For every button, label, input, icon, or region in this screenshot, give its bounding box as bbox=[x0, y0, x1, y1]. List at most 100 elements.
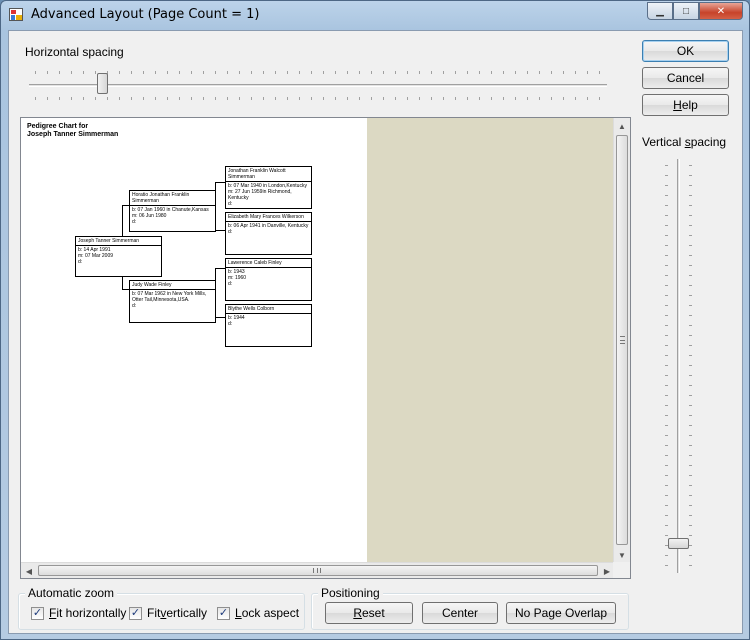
close-button[interactable]: ✕ bbox=[699, 2, 743, 20]
help-mnemonic: H bbox=[673, 98, 682, 112]
connector-mother bbox=[122, 289, 129, 290]
person-box-root[interactable]: Joseph Tanner Simmerman b: 14 Apr 1991 m… bbox=[75, 236, 162, 277]
person-detail: m: 27 Jun 1959in Richmond, Kentucky bbox=[228, 189, 292, 201]
close-icon: ✕ bbox=[716, 5, 726, 17]
positioning-title: Positioning bbox=[318, 586, 383, 600]
person-detail: b: 14 Apr 1991 bbox=[78, 247, 111, 253]
checkbox-check-icon: ✓ bbox=[31, 606, 44, 620]
person-name: Jonathan Franklin Walcott Simmerman bbox=[226, 168, 311, 182]
preview-page: Pedigree Chart for Joseph Tanner Simmerm… bbox=[21, 118, 367, 564]
fit-vertically-label-prefix: Fit bbox=[147, 606, 161, 620]
connector-ff bbox=[215, 182, 225, 183]
connector-mf bbox=[215, 268, 225, 269]
person-detail: b: 07 Mar 1940 in London,Kentucky bbox=[228, 183, 307, 189]
person-detail: m: 1960 bbox=[228, 275, 247, 281]
vertical-scroll-thumb[interactable] bbox=[616, 135, 628, 545]
person-box-mother[interactable]: Judy Wade Finley b: 07 Mar 1962 in New Y… bbox=[129, 280, 216, 323]
horizontal-spacing-slider[interactable] bbox=[29, 67, 607, 101]
scroll-right-arrow[interactable]: ▶ bbox=[603, 566, 611, 576]
horizontal-scroll-thumb[interactable] bbox=[38, 565, 598, 576]
fit-vertically-label: ertically bbox=[166, 606, 208, 620]
horizontal-spacing-label: Horizontal spacing bbox=[25, 45, 124, 59]
person-box-father[interactable]: Horatio Jonathan Franklin Simmerman b: 0… bbox=[129, 190, 216, 232]
person-detail: d: bbox=[228, 321, 233, 327]
person-detail: m: 07 Mar 2009 bbox=[78, 253, 114, 259]
center-button[interactable]: Center bbox=[422, 602, 498, 624]
vertical-spacing-label: Vertical spacing bbox=[642, 135, 726, 149]
maximize-button[interactable]: □ bbox=[673, 2, 699, 20]
horizontal-spacing-thumb[interactable] bbox=[97, 73, 108, 94]
slider-ticks-left bbox=[665, 165, 668, 567]
person-box-paternal-grandmother[interactable]: Elizabeth Mary Frances Wilkerson b: 06 A… bbox=[225, 212, 312, 255]
caption-buttons: ▁ □ ✕ bbox=[647, 2, 743, 21]
person-box-maternal-grandfather[interactable]: Lawerence Caleb Finley b: 1943 m: 1960 d… bbox=[225, 258, 312, 301]
person-name: Elizabeth Mary Frances Wilkerson bbox=[226, 214, 311, 222]
vertical-spacing-thumb[interactable] bbox=[668, 538, 689, 549]
connector-mm bbox=[215, 317, 225, 318]
vertical-spacing-label-prefix: Vertical bbox=[642, 135, 685, 149]
minimize-button[interactable]: ▁ bbox=[647, 2, 673, 20]
fit-vertically-mnemonic: v bbox=[160, 606, 167, 620]
scroll-left-arrow[interactable]: ◀ bbox=[25, 566, 33, 576]
slider-ticks-bottom bbox=[35, 97, 601, 100]
person-detail: d: bbox=[228, 229, 233, 235]
reset-mnemonic: R bbox=[353, 606, 362, 620]
person-name: Horatio Jonathan Franklin Simmerman bbox=[130, 192, 215, 206]
vertical-spacing-label-suffix: pacing bbox=[690, 135, 727, 149]
person-name: Judy Wade Finley bbox=[130, 282, 215, 290]
person-detail: d: bbox=[78, 259, 83, 265]
checkbox-check-icon: ✓ bbox=[129, 606, 142, 620]
slider-ticks-right bbox=[689, 165, 692, 567]
slider-track bbox=[677, 159, 680, 573]
person-detail: b: 1944 bbox=[228, 315, 245, 321]
person-name: Blythe Wells Colborn bbox=[226, 306, 311, 314]
preview-vertical-scrollbar[interactable]: ▲ ▼ bbox=[613, 118, 630, 563]
connector-fm bbox=[215, 230, 225, 231]
person-detail: b: 07 Mar 1962 in New York Mills, Otter … bbox=[132, 291, 207, 303]
person-detail: b: 1943 bbox=[228, 269, 245, 275]
person-detail: m: 06 Jun 1980 bbox=[132, 213, 167, 219]
cancel-button[interactable]: Cancel bbox=[642, 67, 729, 89]
person-detail: b: 07 Jan 1960 in Chanute,Kansas bbox=[132, 207, 209, 213]
app-icon bbox=[9, 8, 23, 21]
vertical-spacing-mnemonic: s bbox=[684, 135, 691, 149]
person-name: Lawerence Caleb Finley bbox=[226, 260, 311, 268]
title-bar[interactable]: Advanced Layout (Page Count = 1) ▁ □ ✕ bbox=[1, 1, 749, 29]
vertical-spacing-slider[interactable] bbox=[660, 159, 696, 573]
no-page-overlap-button[interactable]: No Page Overlap bbox=[506, 602, 616, 624]
chart-title-line1: Pedigree Chart for bbox=[27, 123, 89, 130]
scroll-down-arrow[interactable]: ▼ bbox=[618, 550, 626, 560]
maximize-icon: □ bbox=[682, 5, 690, 17]
automatic-zoom-title: Automatic zoom bbox=[25, 586, 118, 600]
person-detail: d: bbox=[228, 201, 233, 207]
scroll-up-arrow[interactable]: ▲ bbox=[618, 121, 626, 131]
lock-aspect-label: ock aspect bbox=[241, 606, 300, 620]
grip-icon bbox=[313, 568, 321, 573]
lock-aspect-mnemonic: L bbox=[235, 606, 242, 620]
person-box-maternal-grandmother[interactable]: Blythe Wells Colborn b: 1944 d: bbox=[225, 304, 312, 347]
person-detail: d: bbox=[132, 219, 137, 225]
help-label: elp bbox=[681, 98, 698, 112]
person-box-paternal-grandfather[interactable]: Jonathan Franklin Walcott Simmerman b: 0… bbox=[225, 166, 312, 209]
person-name: Joseph Tanner Simmerman bbox=[76, 238, 161, 246]
fit-horizontally-label: it horizontally bbox=[56, 606, 127, 620]
preview-horizontal-scrollbar[interactable]: ◀ ▶ bbox=[21, 562, 615, 578]
chart-title-line2: Joseph Tanner Simmerman bbox=[27, 131, 119, 138]
scrollbar-corner bbox=[613, 562, 630, 578]
person-detail: b: 06 Apr 1941 in Danville, Kentucky bbox=[228, 223, 309, 229]
minimize-icon: ▁ bbox=[656, 5, 664, 17]
fit-horizontally-mnemonic: F bbox=[49, 606, 57, 620]
checkbox-check-icon: ✓ bbox=[217, 606, 230, 620]
ok-button[interactable]: OK bbox=[642, 40, 729, 62]
window-title: Advanced Layout (Page Count = 1) bbox=[31, 7, 260, 22]
chart-preview[interactable]: Pedigree Chart for Joseph Tanner Simmerm… bbox=[20, 117, 631, 579]
